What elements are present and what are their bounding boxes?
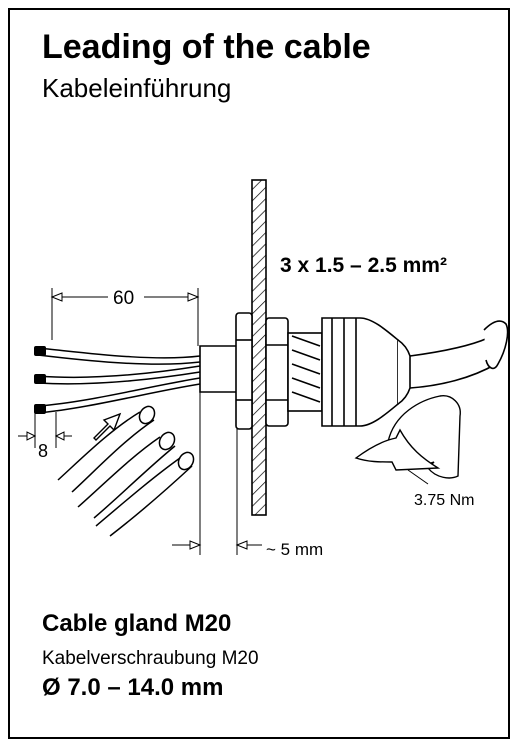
- panel-wall: [251, 179, 267, 516]
- torque-arrow-icon: [354, 395, 461, 479]
- page-title: Leading of the cable: [42, 28, 371, 66]
- wall-gap-dimension: [172, 392, 262, 555]
- gland-diameter: Ø 7.0 – 14.0 mm: [42, 674, 224, 701]
- strip-length-dimension: [50, 288, 200, 346]
- page-subtitle: Kabeleinführung: [42, 73, 232, 103]
- insertion-arrow-icon: [93, 412, 122, 441]
- torque-label: 3.75 Nm: [414, 492, 474, 509]
- gland-body: [265, 317, 411, 427]
- gland-subtitle: Kabelverschraubung M20: [42, 648, 259, 669]
- end-strip-label: 8: [38, 441, 48, 461]
- wall-gap-label: ~ 5 mm: [266, 540, 323, 559]
- wire-ends: [34, 346, 46, 414]
- page-frame: [8, 8, 510, 739]
- locknut: [235, 312, 253, 430]
- gland-title: Cable gland M20: [42, 610, 232, 637]
- end-strip-dimension: [18, 412, 72, 448]
- heat-shrink-sleeves: [57, 405, 195, 537]
- cable-wires: [37, 347, 201, 414]
- conductor-spec-label: 3 x 1.5 – 2.5 mm²: [280, 254, 447, 277]
- strip-length-label: 60: [113, 288, 134, 309]
- cable-sheath: [199, 345, 241, 393]
- cable-exit: [409, 320, 509, 389]
